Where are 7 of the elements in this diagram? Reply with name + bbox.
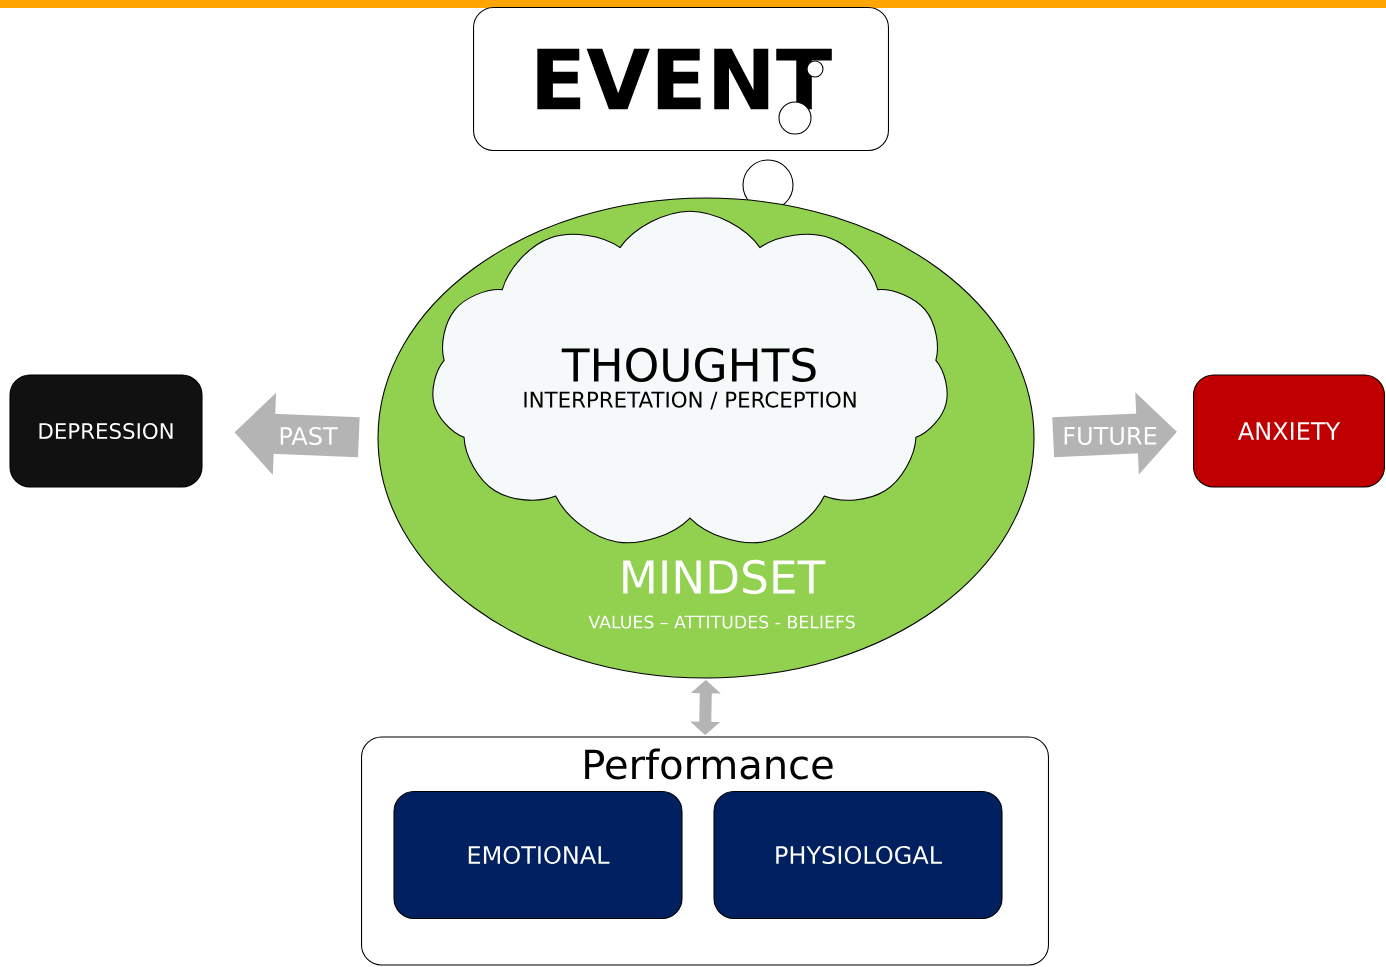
edge-label: PAST — [277, 425, 339, 447]
thoughts-cloud: THOUGHTS INTERPRETATION / PERCEPTION — [432, 210, 948, 544]
emotional-box: EMOTIONAL — [393, 791, 683, 919]
depression-box: DEPRESSION — [9, 374, 203, 488]
physiological-box: PHYSIOLOGAL — [713, 791, 1003, 919]
event-bubble: EVENT — [473, 7, 889, 211]
anxiety-box: ANXIETY — [1193, 374, 1385, 488]
